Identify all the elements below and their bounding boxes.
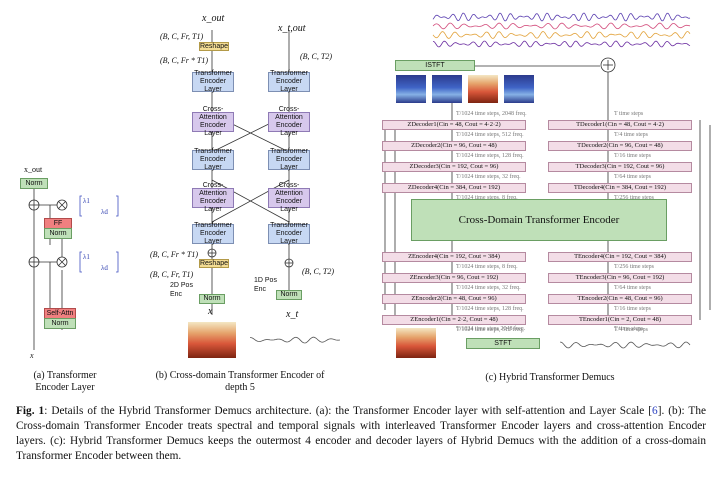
- c-input-spectrogram: [396, 328, 436, 358]
- tenc-col-box-2: TEncoder3(Cin = 96, Cout = 192): [548, 273, 692, 283]
- caption-text-1: : Details of the Hybrid Transformer Demu…: [44, 405, 653, 417]
- b-norm-left: Norm: [199, 294, 225, 304]
- tdec-col-box-2: TDecoder2(Cin = 96, Cout = 48): [548, 141, 692, 151]
- b-xt-input: x_t: [286, 309, 299, 320]
- zdec-col-box-3: ZDecoder3(Cin = 192, Cout = 96): [382, 162, 526, 172]
- b-norm-right: Norm: [276, 290, 302, 300]
- c-caption: (c) Hybrid Transformer Demucs: [485, 372, 615, 383]
- zenc-col-steps-2: T/1024 time steps, 32 freq.: [456, 285, 521, 291]
- b-shape-top-right: (B, C, T2): [300, 52, 332, 61]
- b-tel-3-right: Transformer Encoder Layer: [268, 222, 310, 245]
- tenc-col-box-3: TEncoder2(Cin = 48, Cout = 96): [548, 294, 692, 304]
- tenc-col-box-4: TEncoder1(Cin = 2, Cout = 48): [548, 315, 692, 325]
- a-lambda-1: λ1: [83, 197, 90, 205]
- a-norm-bottom: Norm: [44, 318, 76, 329]
- b-cael-2-left: Cross-Attention Encoder Layer: [192, 182, 234, 213]
- zenc-col-steps-4: T/1024 time steps, 512 freq.: [456, 327, 524, 333]
- c-output-spec-2: [432, 75, 462, 103]
- a-caption-line2: Encoder Layer: [35, 382, 95, 393]
- b-shape-bot-2: (B, C, Fr, T1): [150, 270, 194, 279]
- b-shape-top-1: (B, C, Fr, T1): [160, 32, 204, 41]
- b-x-out: x_out: [202, 13, 225, 24]
- tdec-col-steps-4: T/256 time steps: [614, 195, 654, 201]
- a-lambda-d: λd: [101, 208, 108, 216]
- zenc-col-steps-3: T/1024 time steps, 128 freq.: [456, 306, 524, 312]
- zenc-col-box-2: ZEncoder3(Cin = 96, Cout = 192): [382, 273, 526, 283]
- a-output-label: x_out: [24, 165, 43, 174]
- b-pos2d: 2D Pos Enc: [170, 282, 193, 298]
- b-xt-out: x_t,out: [278, 23, 306, 34]
- c-t-steps-top: T time steps: [614, 111, 644, 117]
- b-cael-2-right: Cross-Attention Encoder Layer: [268, 182, 310, 213]
- b-pos1d: 1D Pos Enc: [254, 277, 277, 293]
- a-input-label: x: [30, 351, 34, 360]
- figure: x_out Norm FF Norm Self-Attn Norm x λ1 λ…: [10, 12, 711, 394]
- tdec-col-box-1: TDecoder1(Cin = 48, Cout = 4·2): [548, 120, 692, 130]
- b-tel-2-left: Transformer Encoder Layer: [192, 148, 234, 171]
- b-tel-3-left: Transformer Encoder Layer: [192, 222, 234, 245]
- b-shape-top-2: (B, C, Fr * T1): [160, 56, 208, 65]
- c-stft: STFT: [466, 338, 540, 349]
- c-steps-top: T/1024 time steps, 2048 freq.: [456, 111, 527, 117]
- caption-text-2: ]. (b): The Cross-domain Transformer Enc…: [16, 405, 706, 462]
- tdec-col-box-3: TDecoder3(Cin = 192, Cout = 96): [548, 162, 692, 172]
- a-norm-top: Norm: [20, 178, 48, 189]
- tdec-col-steps-2: T/16 time steps: [614, 153, 651, 159]
- tenc-col-steps-3: T/16 time steps: [614, 306, 651, 312]
- c-steps-bottom-right: T time steps: [614, 326, 644, 332]
- zdec-col-steps-4: T/1024 time steps, 8 freq.: [456, 195, 518, 201]
- c-output-spec-4: [504, 75, 534, 103]
- zdec-col-box-4: ZDecoder4(Cin = 384, Cout = 192): [382, 183, 526, 193]
- b-caption: (b) Cross-domain Transformer Encoder of …: [140, 370, 340, 394]
- b-caption-line1: (b) Cross-domain Transformer Encoder of: [155, 370, 325, 381]
- b-cael-1-right: Cross-Attention Encoder Layer: [268, 106, 310, 137]
- zenc-col-steps-1: T/1024 time steps, 8 freq.: [456, 264, 518, 270]
- caption-ref-link[interactable]: 6: [652, 405, 658, 417]
- zenc-col-box-3: ZEncoder2(Cin = 48, Cout = 96): [382, 294, 526, 304]
- c-output-spec-1: [396, 75, 426, 103]
- b-reshape-top: Reshape: [199, 42, 229, 51]
- tdec-col-box-4: TDecoder4(Cin = 384, Cout = 192): [548, 183, 692, 193]
- a-norm-mid: Norm: [44, 228, 72, 239]
- tenc-col-steps-2: T/64 time steps: [614, 285, 651, 291]
- b-tel-1-left: Transformer Encoder Layer: [192, 70, 234, 93]
- zdec-col-box-2: ZDecoder2(Cin = 96, Cout = 48): [382, 141, 526, 151]
- caption-fig-label: Fig. 1: [16, 405, 45, 417]
- c-output-spec-3: [468, 75, 498, 103]
- tenc-col-steps-4: T/4 time steps: [614, 327, 648, 333]
- c-steps-bottom-left: T/1024 time steps 2048 freq.: [456, 326, 526, 332]
- b-spectrogram-image: [188, 322, 236, 358]
- zdec-col-steps-3: T/1024 time steps, 32 freq.: [456, 174, 521, 180]
- zdec-col-box-1: ZDecoder1(Cin = 48, Cout = 4·2·2): [382, 120, 526, 130]
- tenc-col-box-1: TEncoder4(Cin = 192, Cout = 384): [548, 252, 692, 262]
- b-reshape-bottom: Reshape: [199, 259, 229, 268]
- b-shape-bot-1: (B, C, Fr * T1): [150, 250, 198, 259]
- a-lambda-db: λd: [101, 264, 108, 272]
- c-cross-domain-encoder: Cross-Domain Transformer Encoder: [411, 199, 667, 241]
- tenc-col-steps-1: T/256 time steps: [614, 264, 654, 270]
- a-caption: (a) Transformer Encoder Layer: [10, 370, 120, 394]
- b-shape-bot-right: (B, C, T2): [302, 267, 334, 276]
- a-caption-line1: (a) Transformer: [33, 370, 97, 381]
- b-x-input: x: [208, 306, 213, 317]
- zenc-col-box-1: ZEncoder4(Cin = 192, Cout = 384): [382, 252, 526, 262]
- b-tel-1-right: Transformer Encoder Layer: [268, 70, 310, 93]
- zdec-col-steps-2: T/1024 time steps, 128 freq.: [456, 153, 524, 159]
- b-caption-line2: depth 5: [225, 382, 255, 393]
- b-cael-1-left: Cross-Attention Encoder Layer: [192, 106, 234, 137]
- c-istft: ISTFT: [395, 60, 475, 71]
- zdec-col-steps-1: T/1024 time steps, 512 freq.: [456, 132, 524, 138]
- zenc-col-box-4: ZEncoder1(Cin = 2·2, Cout = 48): [382, 315, 526, 325]
- tdec-col-steps-1: T/4 time steps: [614, 132, 648, 138]
- a-lambda-1b: λ1: [83, 253, 90, 261]
- b-tel-2-right: Transformer Encoder Layer: [268, 148, 310, 171]
- tdec-col-steps-3: T/64 time steps: [614, 174, 651, 180]
- figure-caption: Fig. 1: Details of the Hybrid Transforme…: [16, 404, 706, 464]
